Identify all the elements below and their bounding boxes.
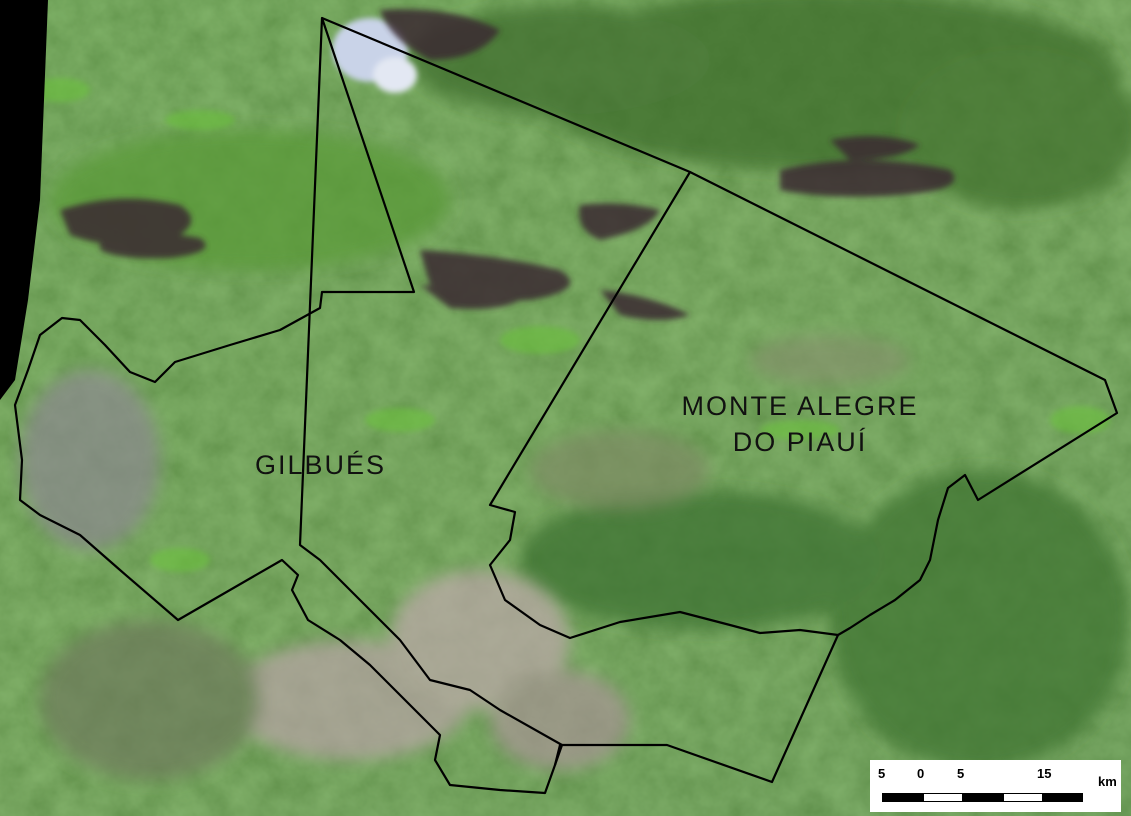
scale-segment <box>1003 793 1043 802</box>
scale-tick-label: 5 <box>878 766 886 781</box>
burn-scars <box>60 9 955 320</box>
boundary-monte-alegre <box>689 171 1119 636</box>
region-label-line: DO PIAUÍ <box>732 427 868 457</box>
no-data-area <box>0 0 48 400</box>
scale-segment <box>923 793 963 802</box>
scale-unit: km <box>1098 774 1117 789</box>
scale-segment <box>882 793 923 802</box>
region-label-monte-alegre: MONTE ALEGRE DO PIAUÍ <box>680 388 920 460</box>
region-label-line: MONTE ALEGRE <box>681 391 919 421</box>
boundary-gilbues <box>13 16 564 795</box>
scale-tick-label: 0 <box>917 766 925 781</box>
boundary-west-central <box>321 16 840 784</box>
scale-tick-label: 5 <box>957 766 965 781</box>
cloud-patch <box>332 18 417 93</box>
bright-vegetation <box>30 78 1110 572</box>
scale-tick-label: 15 <box>1037 766 1052 781</box>
scale-segment <box>1043 793 1083 802</box>
scale-segment <box>963 793 1003 802</box>
dense-vegetation <box>50 0 1131 770</box>
bare-soil-areas <box>20 335 910 780</box>
scale-bar: 5 0 5 15 km <box>870 760 1121 812</box>
region-label-gilbues: GILBUÉS <box>255 450 387 480</box>
